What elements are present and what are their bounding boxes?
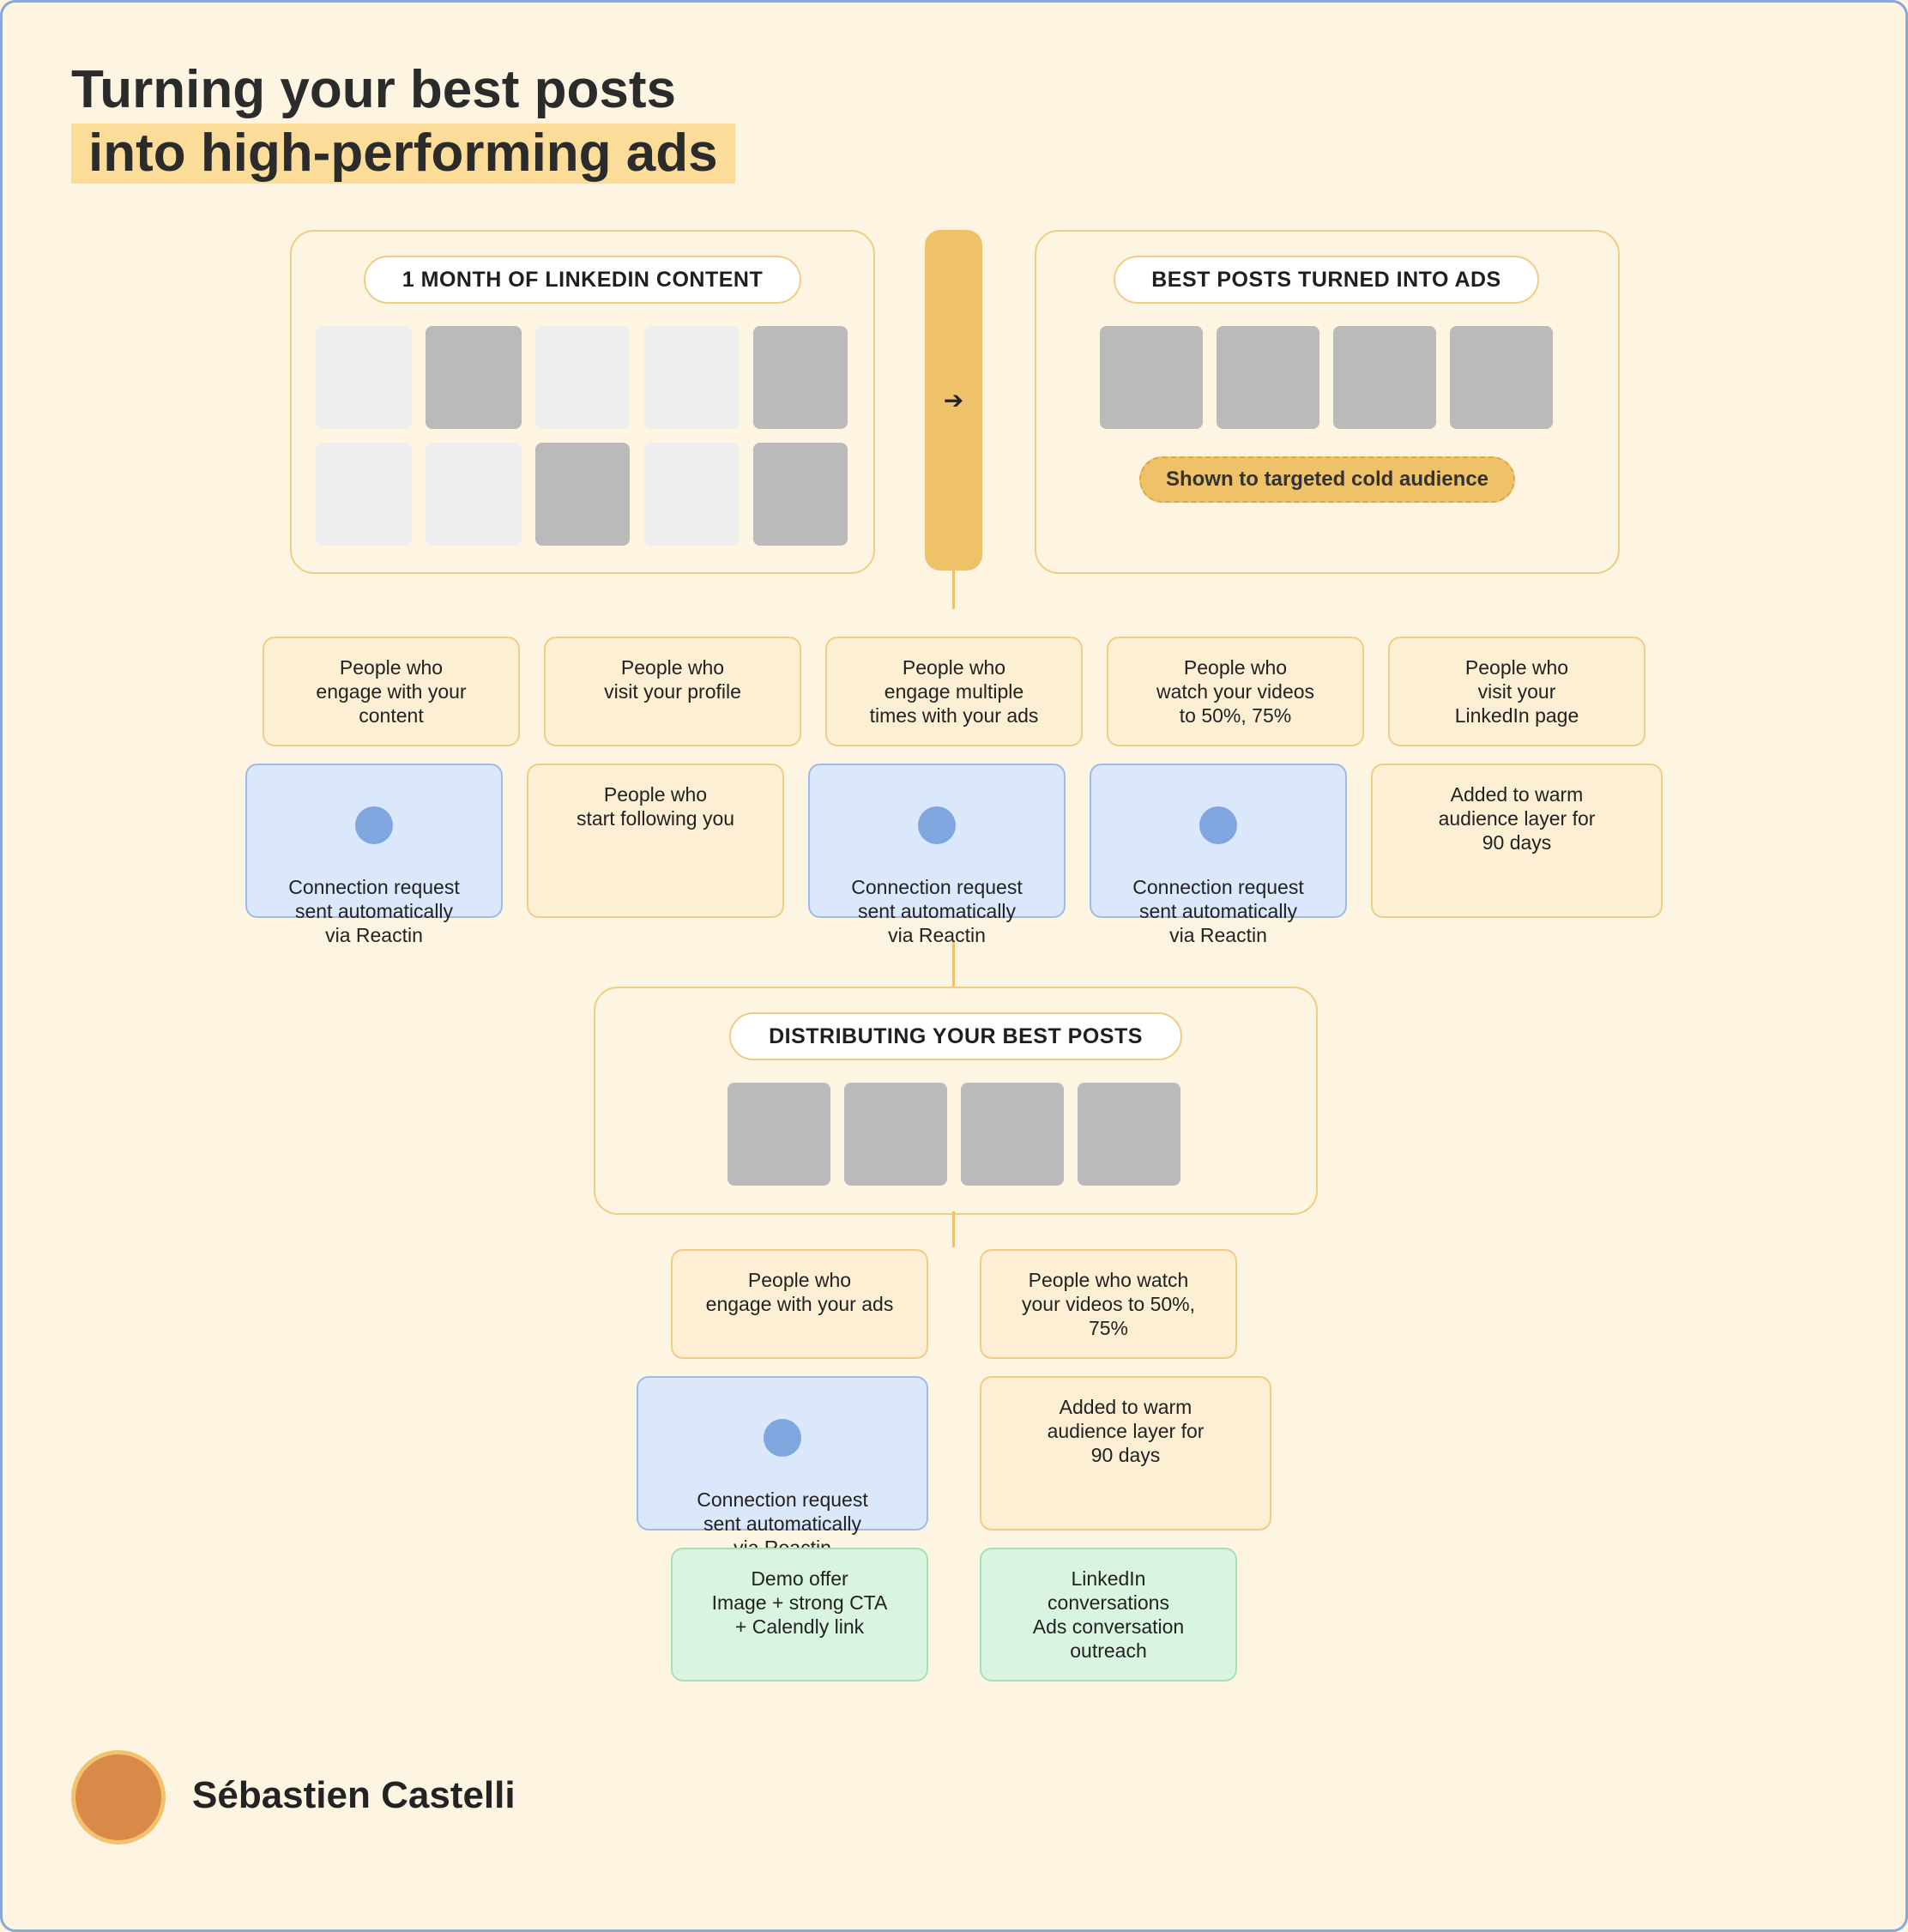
best-posts-panel (1035, 230, 1620, 574)
connection-request-text: Connection request sent automatically vi… (851, 876, 1023, 946)
arrow-connector: ➔ (925, 230, 982, 571)
warm-audience-box: Added to warm audience layer for 90 days (1371, 764, 1663, 918)
post-thumbnail (644, 326, 740, 429)
content-month-label: 1 MONTH OF LINKEDIN CONTENT (364, 256, 801, 304)
connection-request-text: Connection request sent automatically vi… (1132, 876, 1304, 946)
warm-audience-box: Added to warm audience layer for 90 days (980, 1376, 1271, 1531)
audience-watch-videos: People who watch your videos to 50%, 75% (980, 1249, 1237, 1359)
reactin-dot-icon (764, 1419, 801, 1457)
reactin-dot-icon (918, 806, 956, 844)
connection-request-box: Connection request sent automatically vi… (245, 764, 503, 946)
post-thumbnail (426, 443, 522, 546)
connection-request-box: Connection request sent automatically vi… (808, 764, 1066, 946)
audience-visit-profile: People who visit your profile (544, 637, 801, 746)
connector-line (952, 942, 955, 987)
ad-thumbnail (1217, 326, 1319, 429)
post-thumbnail (316, 443, 412, 546)
audience-engage-ads: People who engage with your ads (671, 1249, 928, 1359)
post-thumbnail (426, 326, 522, 429)
linkedin-conversations-box: LinkedIn conversations Ads conversation … (980, 1548, 1237, 1681)
page-title: Turning your best posts into high-perfor… (71, 60, 735, 184)
ad-thumbnail (844, 1083, 947, 1186)
ad-thumbnail (728, 1083, 830, 1186)
audience-visit-linkedin-page: People who visit your LinkedIn page (1388, 637, 1645, 746)
title-line-1: Turning your best posts (71, 60, 676, 119)
cold-audience-badge: Shown to targeted cold audience (1139, 456, 1515, 503)
ad-thumbnail (961, 1083, 1064, 1186)
post-thumbnail (753, 326, 848, 429)
connection-request-text: Connection request sent automatically vi… (288, 876, 460, 946)
ad-thumbnail (1100, 326, 1203, 429)
ad-thumbnail (1333, 326, 1436, 429)
post-thumbnail (753, 443, 848, 546)
reactin-dot-icon (1199, 806, 1237, 844)
audience-start-following: People who start following you (527, 764, 784, 918)
post-thumbnail (644, 443, 740, 546)
distributing-label: DISTRIBUTING YOUR BEST POSTS (729, 1012, 1182, 1060)
distributing-panel (594, 987, 1318, 1215)
audience-engage-content: People who engage with your content (263, 637, 520, 746)
reactin-dot-icon (355, 806, 393, 844)
ad-thumbnail (1078, 1083, 1180, 1186)
connector-line (952, 1211, 955, 1247)
post-thumbnail (535, 326, 630, 429)
ad-thumbnail (1450, 326, 1553, 429)
content-month-panel (290, 230, 875, 574)
post-thumbnail (535, 443, 630, 546)
post-thumbnail (316, 326, 412, 429)
connector-line (952, 571, 955, 609)
avatar (71, 1750, 166, 1844)
title-line-2: into high-performing ads (71, 124, 735, 184)
demo-offer-box: Demo offer Image + strong CTA + Calendly… (671, 1548, 928, 1681)
audience-engage-ads-multiple: People who engage multiple times with yo… (825, 637, 1083, 746)
audience-watch-videos: People who watch your videos to 50%, 75% (1107, 637, 1364, 746)
author-name: Sébastien Castelli (192, 1774, 516, 1816)
connection-request-box: Connection request sent automatically vi… (637, 1376, 928, 1559)
best-posts-label: BEST POSTS TURNED INTO ADS (1114, 256, 1539, 304)
arrow-right-icon: ➔ (943, 387, 964, 414)
connection-request-box: Connection request sent automatically vi… (1090, 764, 1347, 946)
